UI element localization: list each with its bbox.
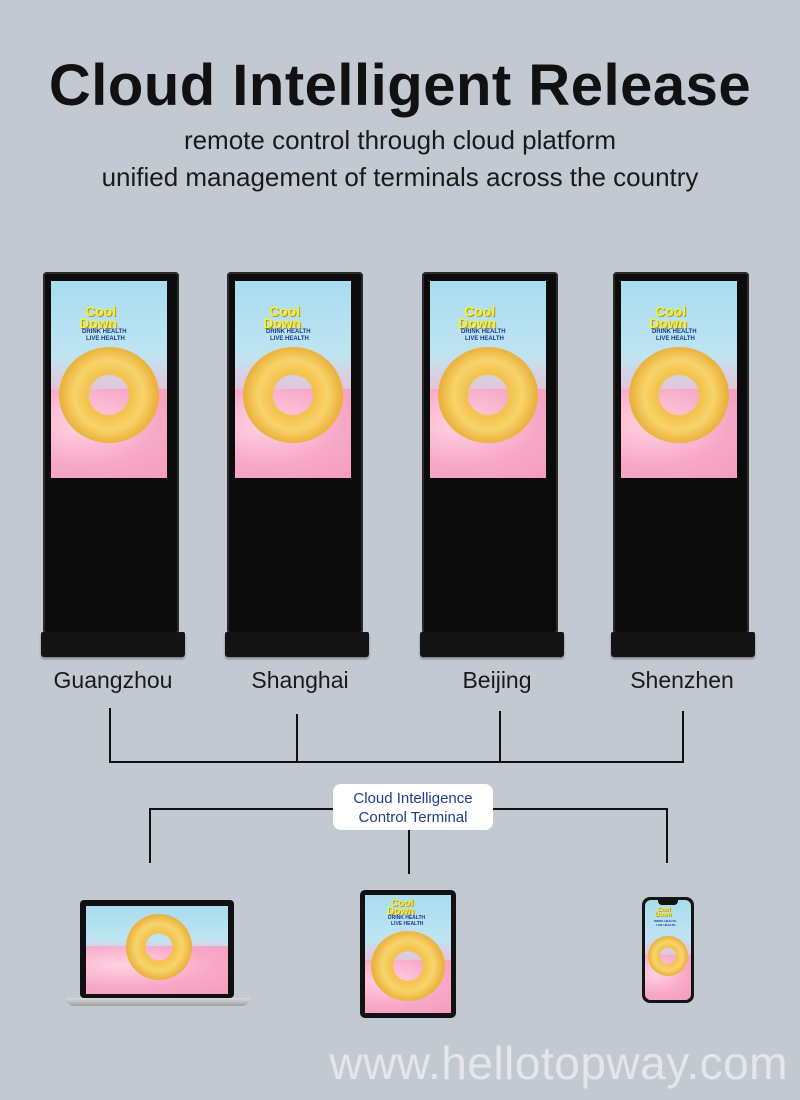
connector-shanghai [296, 714, 298, 762]
ad-brand-line2: Down [79, 315, 118, 331]
control-terminal-line1: Cloud Intelligence [353, 790, 473, 807]
tablet-screen: Cool Down DRINK HEALTH LIVE HEALTH [365, 895, 451, 1013]
connector-guangzhou [109, 708, 111, 763]
page-title: Cloud Intelligent Release [48, 53, 752, 118]
kiosk-base [611, 632, 755, 657]
control-terminal-line2: Control Terminal [358, 809, 468, 826]
ad-brand-line1: Cool [85, 303, 117, 319]
city-label-shanghai: Shanghai [251, 667, 349, 693]
connector-shenzhen [682, 711, 684, 763]
subtitle-line-2: unified management of terminals across t… [101, 162, 699, 192]
ad-brand-line1: Cool [269, 303, 301, 319]
donut-ring [648, 936, 688, 976]
kiosk-screen: Cool Down DRINK HEALTH LIVE HEALTH [621, 281, 737, 478]
ad-tagline-1: DRINK HEALTH [82, 329, 127, 335]
subtitle-line-1: remote control through cloud platform [183, 125, 617, 155]
ad-tagline-2: LIVE HEALTH [656, 923, 676, 927]
kiosk-beijing: Cool Down DRINK HEALTH LIVE HEALTH [420, 272, 564, 658]
ad-brand-line2: Down [655, 912, 672, 918]
phone-icon: Cool Down DRINK HEALTH LIVE HEALTH [642, 897, 694, 1003]
connector-bracket-bottom [109, 761, 684, 763]
ad-brand-line2: Down [387, 906, 415, 917]
kiosk-shanghai: Cool Down DRINK HEALTH LIVE HEALTH [225, 272, 369, 658]
kiosk-screen: Cool Down DRINK HEALTH LIVE HEALTH [51, 281, 167, 478]
kiosk-shenzhen: Cool Down DRINK HEALTH LIVE HEALTH [611, 272, 755, 658]
kiosk-base [420, 632, 564, 657]
city-label-beijing: Beijing [462, 667, 532, 693]
ad-brand-line1: Cool [655, 303, 687, 319]
ad-tagline-1: DRINK HEALTH [388, 915, 426, 921]
connector-lower-top [150, 808, 334, 810]
ad-brand-line2: Down [649, 315, 688, 331]
kiosk-guangzhou: Cool Down DRINK HEALTH LIVE HEALTH [41, 272, 185, 658]
donut-ring [629, 347, 729, 443]
ad-brand-line1: Cool [657, 907, 671, 913]
watermark: www.hellotopway.com [329, 1037, 788, 1089]
kiosk-base [225, 632, 369, 657]
control-terminal-box: Cloud Intelligence Control Terminal [333, 784, 493, 830]
ad-tagline-2: LIVE HEALTH [270, 336, 309, 342]
donut-ring [126, 914, 192, 980]
donut-ring [59, 347, 159, 443]
phone-screen: Cool Down DRINK HEALTH LIVE HEALTH [645, 900, 691, 1000]
ad-brand-line2: Down [263, 315, 302, 331]
ad-brand-line1: Cool [464, 303, 496, 319]
city-label-guangzhou: Guangzhou [53, 667, 173, 693]
kiosk-base [41, 632, 185, 657]
ad-tagline-1: DRINK HEALTH [652, 329, 697, 335]
ad-tagline-1: DRINK HEALTH [266, 329, 311, 335]
ad-tagline-2: LIVE HEALTH [465, 336, 504, 342]
kiosk-screen: Cool Down DRINK HEALTH LIVE HEALTH [430, 281, 546, 478]
tablet-icon: Cool Down DRINK HEALTH LIVE HEALTH [360, 890, 456, 1018]
ad-tagline-1: DRINK HEALTH [461, 329, 506, 335]
donut-ring [371, 931, 445, 1001]
ad-tagline-2: LIVE HEALTH [391, 921, 424, 927]
ad-tagline-1: DRINK HEALTH [654, 919, 677, 923]
donut-ring [243, 347, 343, 443]
city-label-shenzhen: Shenzhen [630, 667, 734, 693]
connector-beijing [499, 711, 501, 762]
connector-laptop [149, 808, 151, 863]
laptop-keyboard [66, 998, 250, 1006]
laptop-screen [86, 906, 228, 994]
ad-tagline-2: LIVE HEALTH [656, 336, 695, 342]
connector-phone [666, 808, 668, 863]
laptop-icon [66, 900, 250, 1008]
connector-tablet [408, 830, 410, 874]
ad-brand-line1: Cool [391, 898, 414, 909]
ad-tagline-2: LIVE HEALTH [86, 336, 125, 342]
donut-ring [438, 347, 538, 443]
connector-lower-top-right [492, 808, 668, 810]
ad-brand-line2: Down [458, 315, 497, 331]
kiosk-screen: Cool Down DRINK HEALTH LIVE HEALTH [235, 281, 351, 478]
phone-notch [658, 900, 678, 905]
